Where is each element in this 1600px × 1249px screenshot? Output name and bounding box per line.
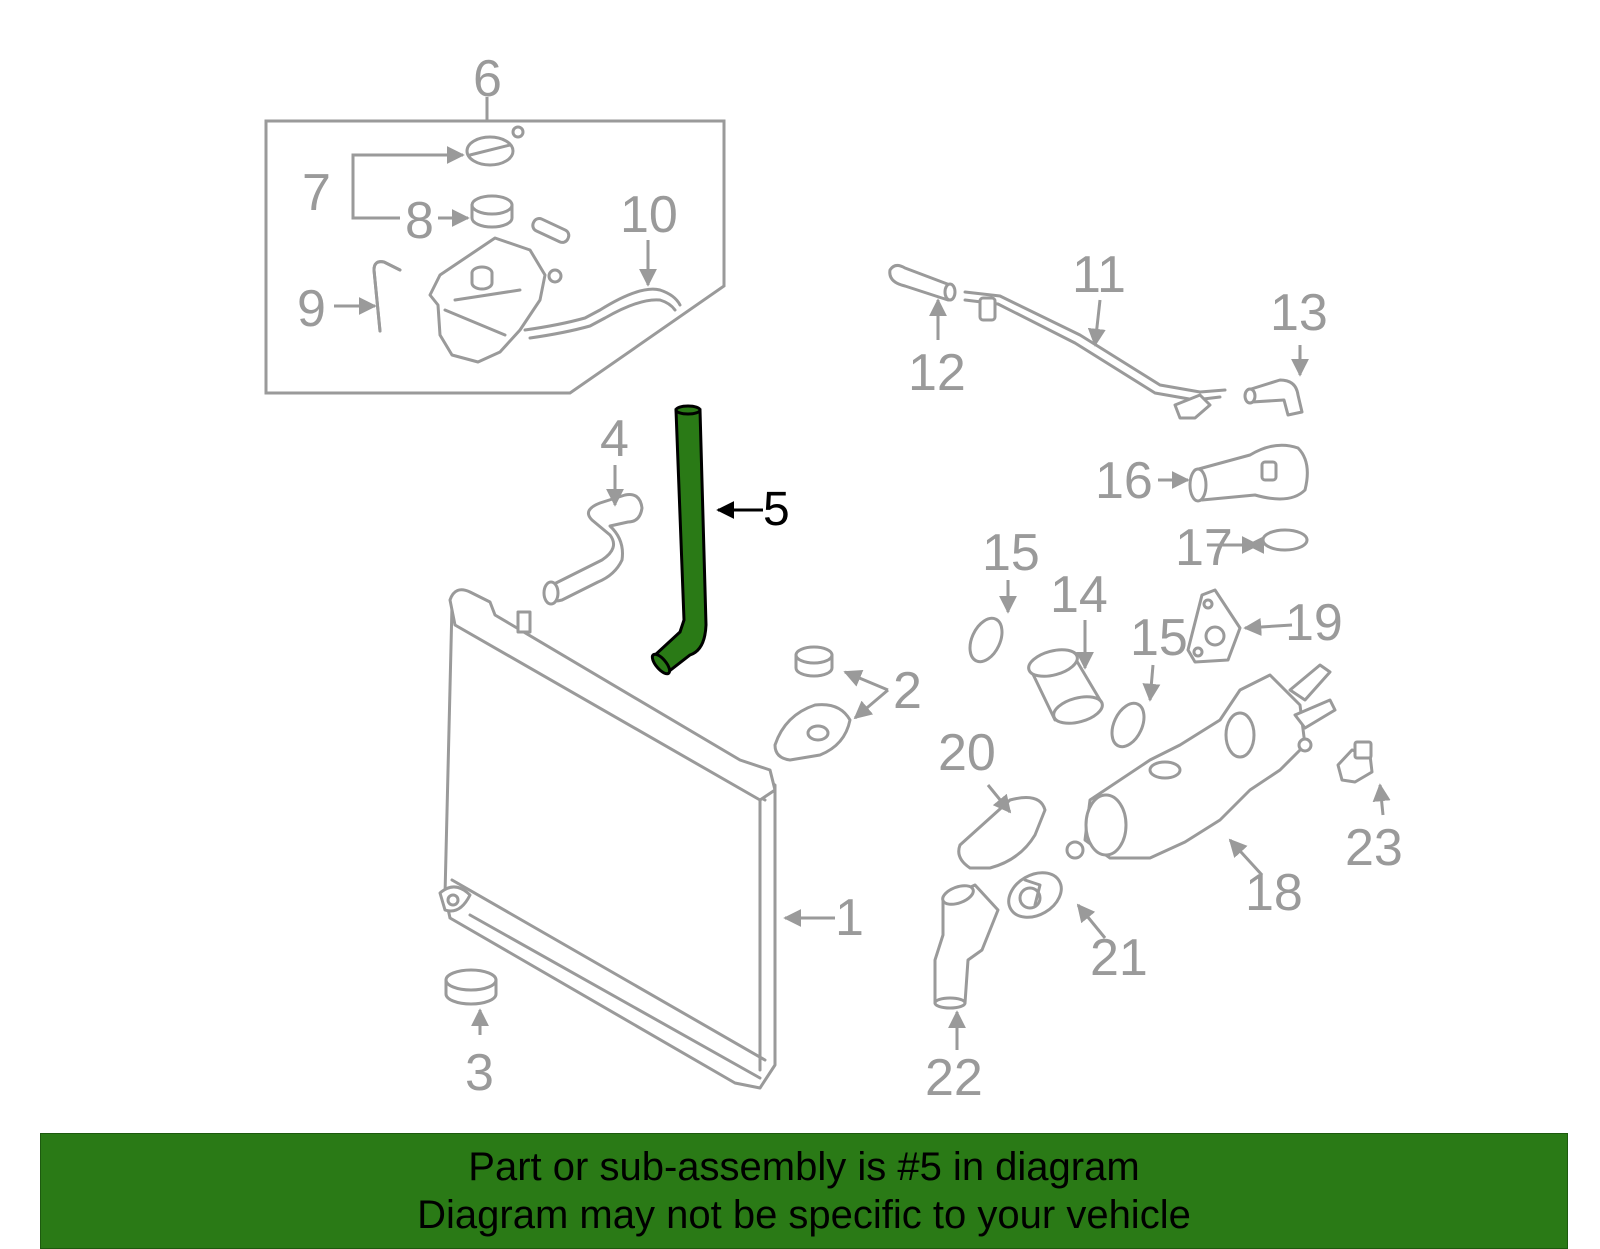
callout-2: 2 xyxy=(893,662,922,720)
info-banner: Part or sub-assembly is #5 in diagram Di… xyxy=(40,1133,1568,1249)
part-23-temperature-sensor xyxy=(1336,740,1374,784)
pipe-stub xyxy=(978,296,997,322)
callout-15-upper: 15 xyxy=(982,524,1040,582)
callout-19: 19 xyxy=(1285,594,1343,652)
callout-8: 8 xyxy=(405,192,434,250)
part-16-water-outlet xyxy=(1188,443,1309,503)
callout-16: 16 xyxy=(1095,452,1153,510)
reservoir-oring xyxy=(531,217,571,244)
callout-1: 1 xyxy=(835,889,864,947)
callout-4: 4 xyxy=(600,410,629,468)
banner-part-notice: Part or sub-assembly is #5 in diagram xyxy=(468,1145,1140,1189)
part-15-oring-lower xyxy=(1110,701,1146,749)
callout-6: 6 xyxy=(473,50,502,108)
callout-18: 18 xyxy=(1245,864,1303,922)
callout-23: 23 xyxy=(1345,819,1403,877)
part-13-hose xyxy=(1246,378,1304,417)
part-5-upper-radiator-hose xyxy=(652,408,708,675)
part-20-cover xyxy=(957,796,1047,870)
reservoir-assembly-box xyxy=(264,119,726,395)
callout-3: 3 xyxy=(465,1044,494,1102)
callout-labels: 6 7 8 9 10 4 5 1 2 3 11 12 13 16 17 15 1… xyxy=(297,50,1403,1107)
part-10-overflow-hose xyxy=(523,287,682,332)
callout-15-lower: 15 xyxy=(1130,609,1188,667)
callout-11: 11 xyxy=(1072,246,1126,304)
part-22-water-inlet xyxy=(933,883,1000,1010)
callout-17: 17 xyxy=(1175,519,1233,577)
part-2-radiator-mount xyxy=(773,645,852,762)
banner-vehicle-disclaimer: Diagram may not be specific to your vehi… xyxy=(417,1193,1191,1237)
callout-7: 7 xyxy=(302,164,331,222)
part-17-gasket xyxy=(1261,528,1309,552)
reservoir-tank xyxy=(428,236,563,364)
callout-9: 9 xyxy=(297,280,326,338)
callout-14: 14 xyxy=(1050,566,1108,624)
part-6-reservoir-cap xyxy=(465,125,525,167)
callout-12: 12 xyxy=(908,344,966,402)
leader-lines xyxy=(334,97,1391,1050)
callout-21: 21 xyxy=(1090,929,1148,987)
part-12-hose xyxy=(888,263,952,302)
callout-22: 22 xyxy=(925,1049,983,1107)
part-19-gasket xyxy=(1186,588,1242,664)
part-1-radiator xyxy=(438,588,777,1090)
part-4-radiator-hose xyxy=(544,493,644,603)
callout-10: 10 xyxy=(620,186,678,244)
part-11-bypass-pipe xyxy=(963,290,1227,394)
part-14-sleeve xyxy=(1027,648,1104,725)
part-8-seal xyxy=(470,194,514,229)
part-15-oring-upper xyxy=(968,616,1004,664)
part-3-lower-mount xyxy=(444,968,498,1006)
part-21-thermostat xyxy=(1007,871,1063,919)
callout-13: 13 xyxy=(1270,284,1328,342)
callout-20: 20 xyxy=(938,724,996,782)
part-18-water-manifold xyxy=(1065,663,1337,860)
callout-5: 5 xyxy=(763,483,790,536)
